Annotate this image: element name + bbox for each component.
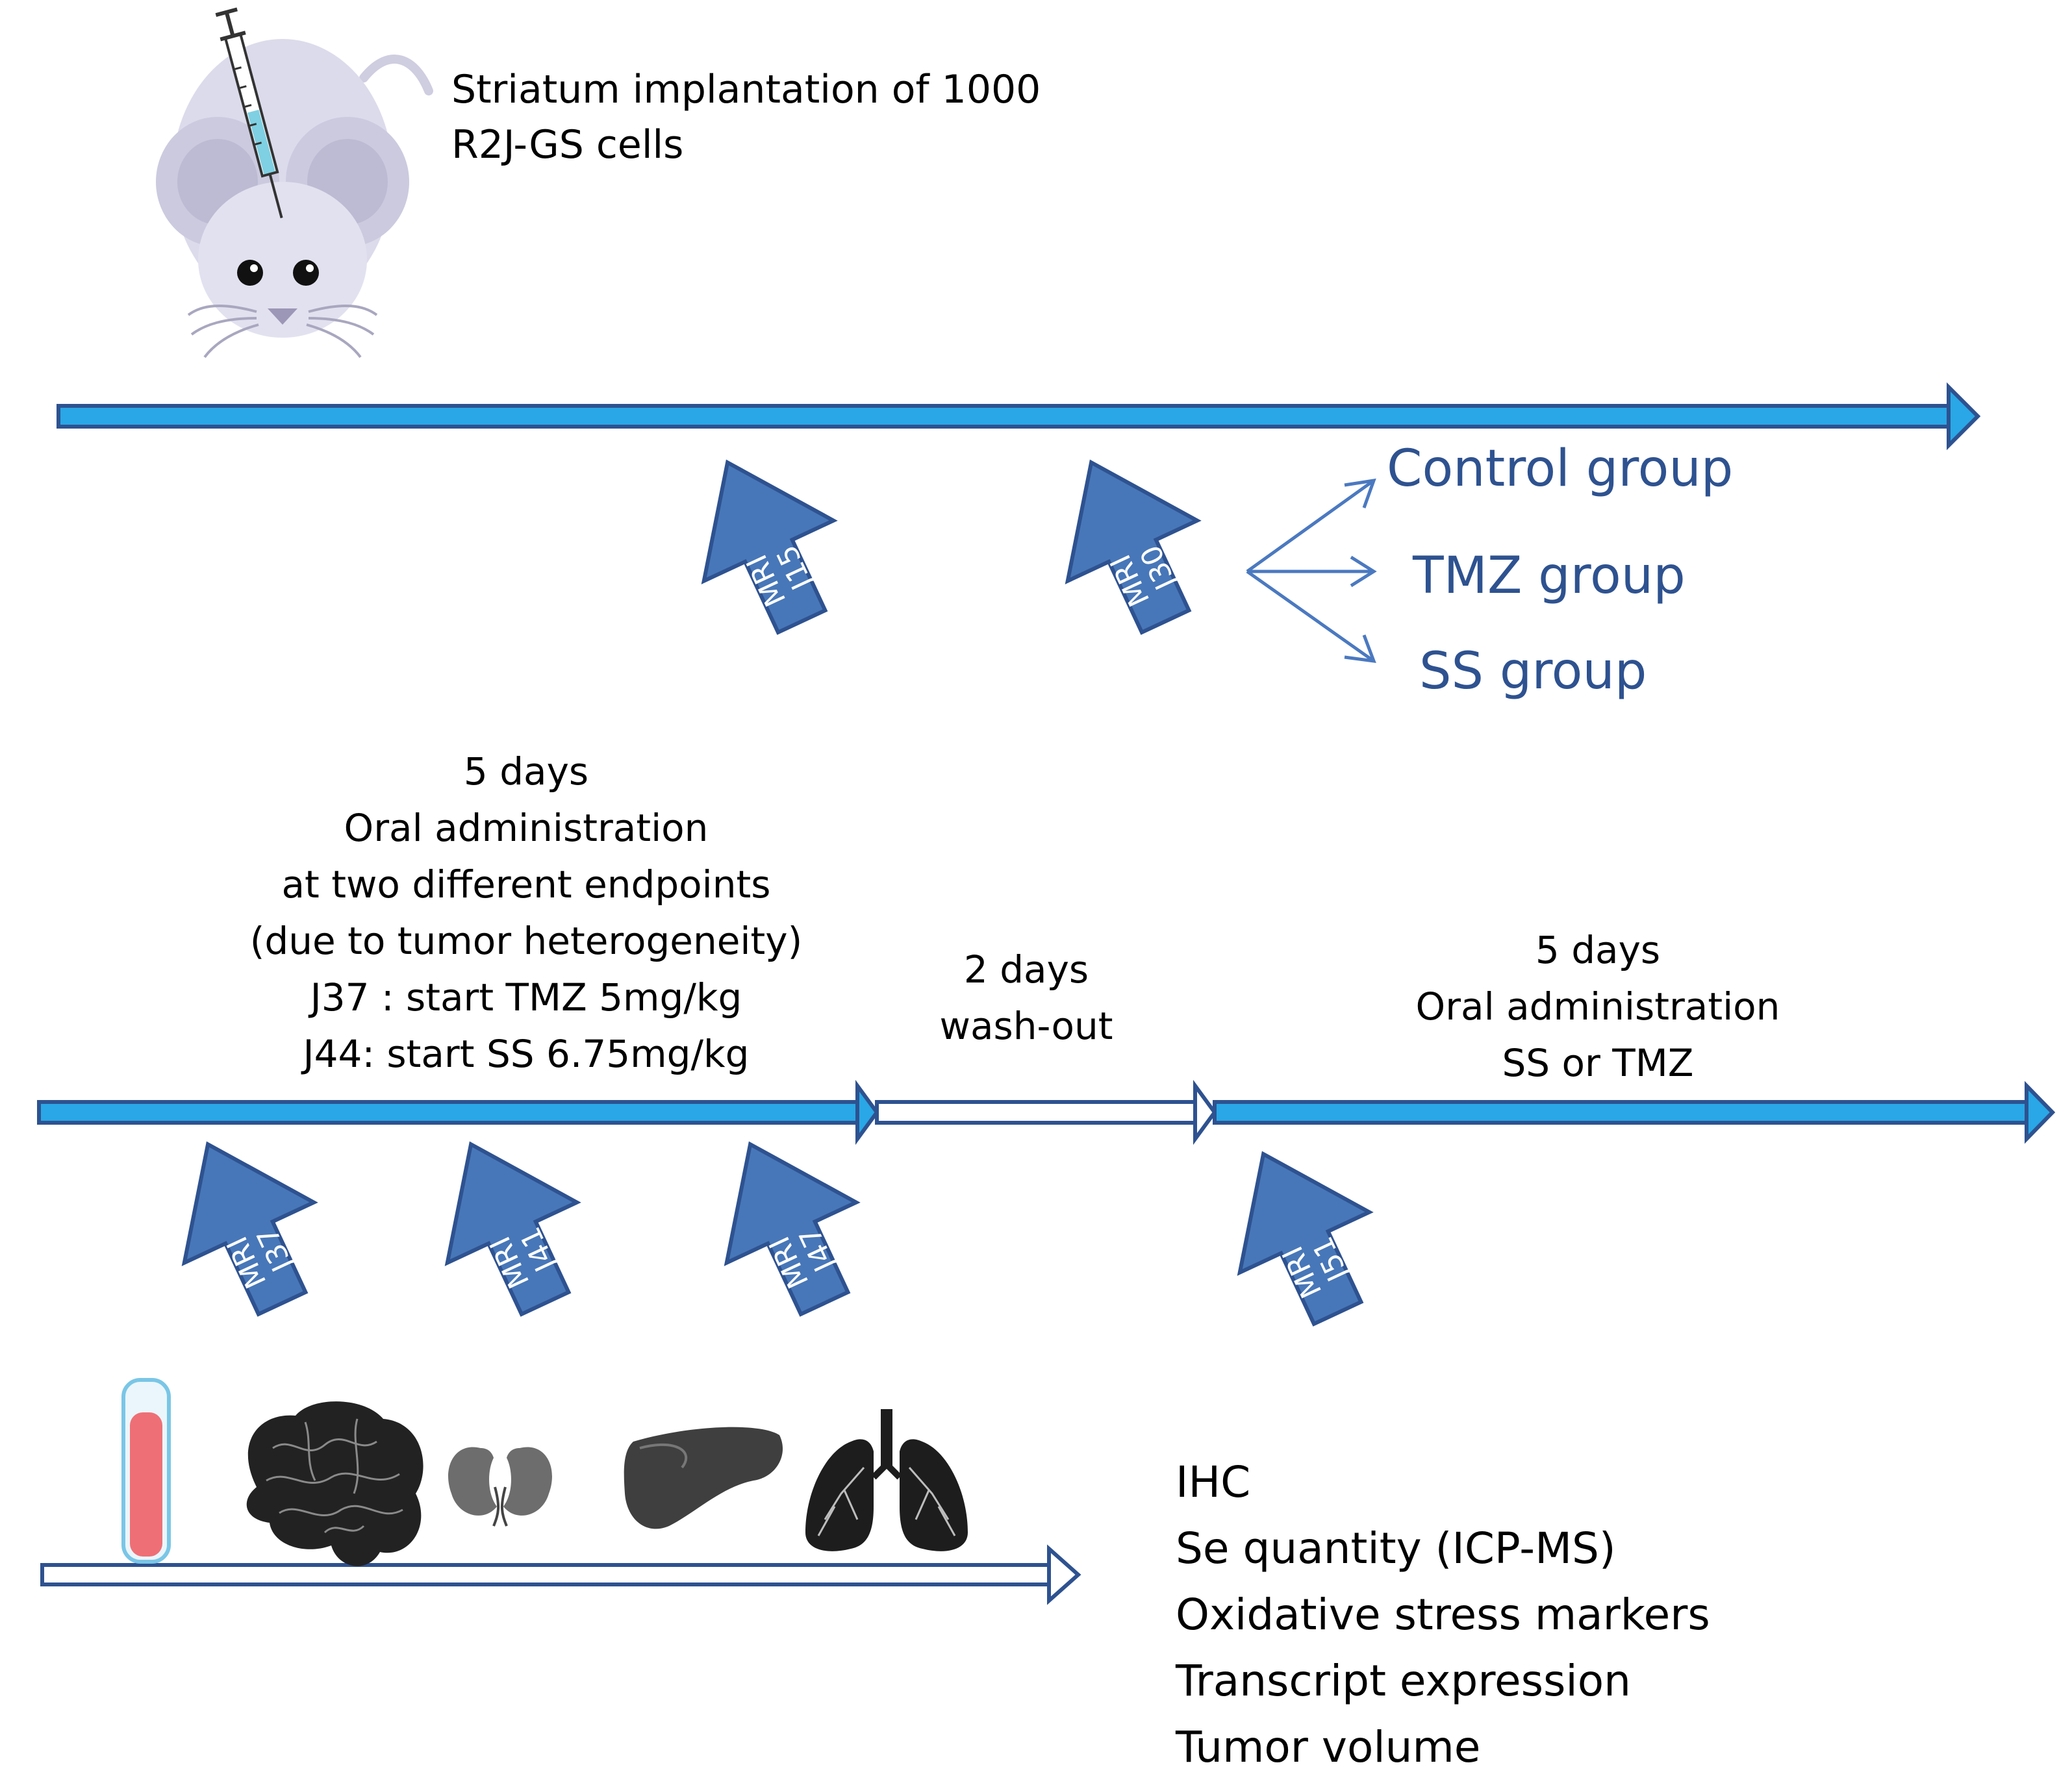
phase1-line: J44: start SS 6.75mg/kg — [303, 1032, 750, 1076]
outcome-item: Se quantity (ICP-MS) — [1176, 1523, 1616, 1573]
group-label-ss: SS group — [1419, 642, 1647, 701]
mri-marker-j47: MRI J47 — [685, 1114, 889, 1334]
sampling-timeline-arrow — [40, 1544, 1081, 1605]
mri-marker-j15: MRI J15 — [663, 432, 866, 652]
outcome-item: IHC — [1176, 1457, 1251, 1507]
group-label-tmz: TMZ group — [1413, 547, 1686, 605]
group-split-arrows — [1246, 478, 1377, 664]
kidneys-icon — [448, 1447, 552, 1527]
phase1-line: 5 days — [463, 749, 589, 794]
washout-line: wash-out — [939, 1004, 1113, 1048]
main-timeline-arrow — [57, 382, 1981, 451]
phase2-line: 5 days — [1535, 928, 1661, 972]
implantation-label-line1: Striatum implantation of 1000 — [451, 67, 1041, 112]
mri-marker-j41: MRI J41 — [406, 1114, 609, 1334]
phase2-line: Oral administration — [1415, 984, 1780, 1029]
phase1-description: 5 days Oral administration at two differ… — [208, 744, 844, 1082]
outcome-item: Tumor volume — [1176, 1722, 1481, 1772]
washout-line: 2 days — [963, 947, 1089, 992]
lungs-icon — [805, 1409, 968, 1551]
phase1-line: Oral administration — [344, 806, 709, 850]
treatment-timeline-arrow — [37, 1079, 2056, 1145]
liver-icon — [624, 1427, 783, 1529]
implantation-label-line2: R2J-GS cells — [451, 122, 684, 168]
group-label-control: Control group — [1387, 440, 1734, 498]
mri-marker-j51: MRI J51 — [1198, 1124, 1402, 1344]
outcome-item: Transcript expression — [1176, 1656, 1631, 1706]
brain-icon — [246, 1401, 423, 1566]
mri-marker-j30: MRI J30 — [1026, 432, 1230, 652]
washout-description: 2 days wash-out — [890, 942, 1163, 1055]
phase2-line: SS or TMZ — [1502, 1041, 1694, 1085]
outcome-item: Oxidative stress markers — [1176, 1590, 1710, 1640]
phase2-description: 5 days Oral administration SS or TMZ — [1332, 922, 1864, 1092]
phase1-line: J37 : start TMZ 5mg/kg — [310, 975, 742, 1020]
mouse-syringe-icon — [156, 7, 433, 358]
blood-tube-icon — [121, 1378, 171, 1564]
phase1-line: (due to tumor heterogeneity) — [249, 919, 803, 963]
phase1-line: at two different endpoints — [281, 862, 771, 907]
mri-marker-j37: MRI J37 — [143, 1114, 346, 1334]
